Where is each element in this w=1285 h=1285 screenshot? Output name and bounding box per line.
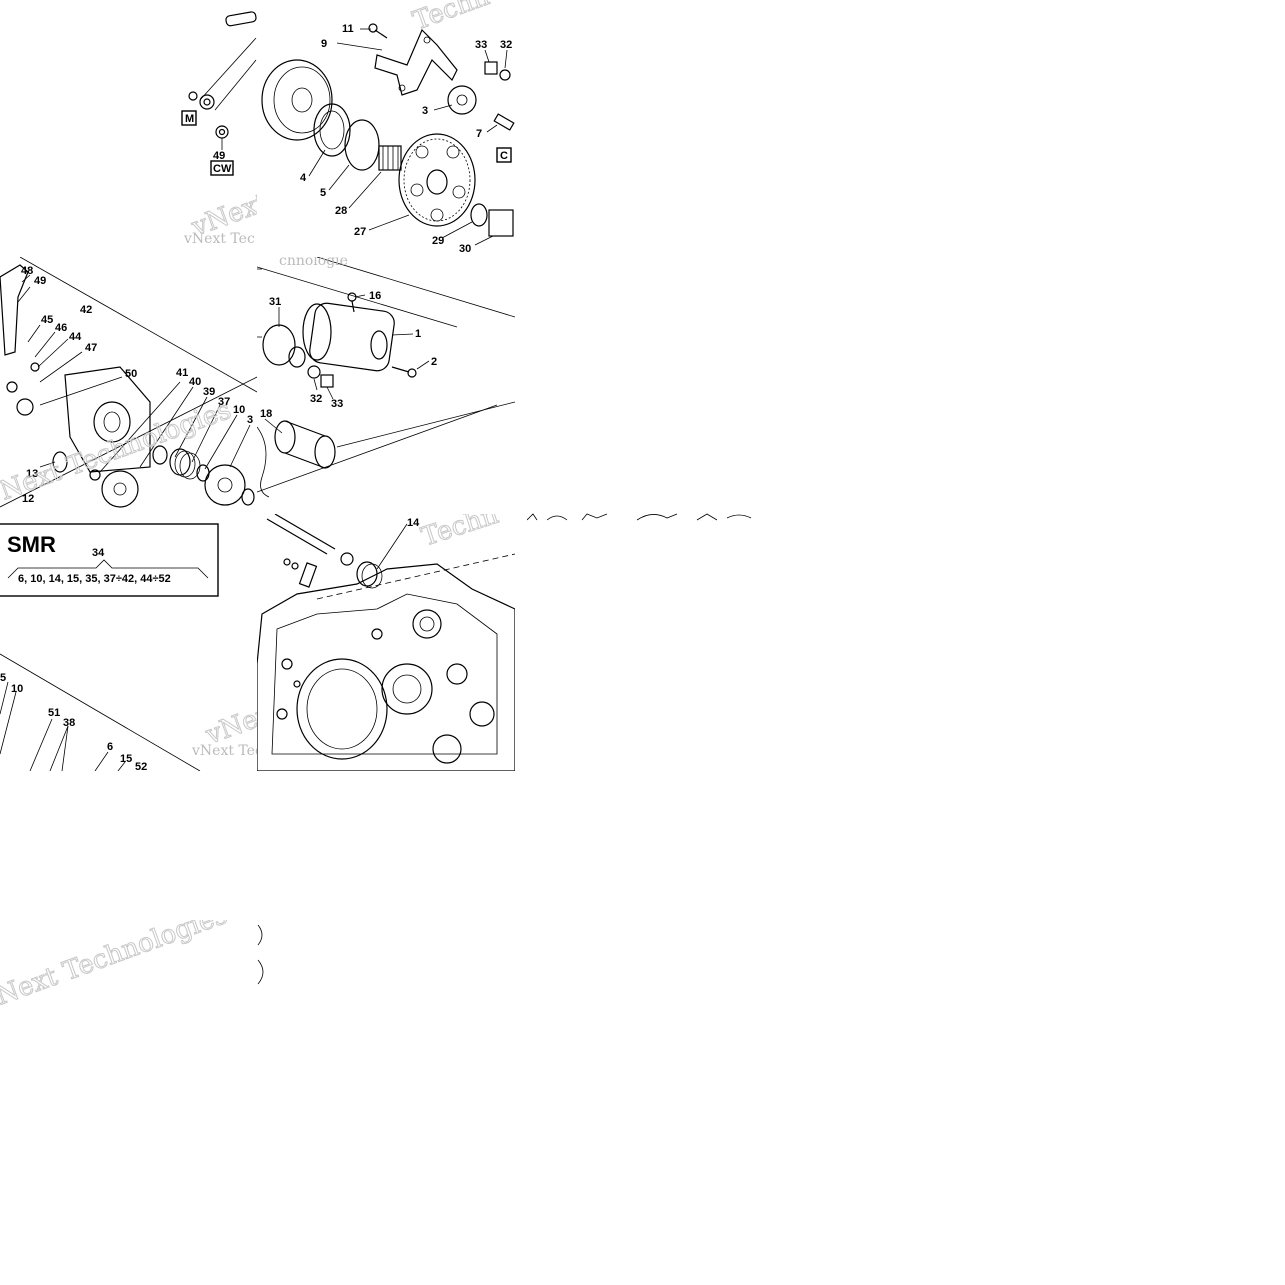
callout-4: 4 bbox=[300, 172, 307, 184]
diagram-fragment-lower: vNext Technologies bbox=[0, 920, 270, 1030]
strip-right-drawing bbox=[527, 513, 752, 521]
watermark-outline-b: Techn bbox=[409, 0, 494, 37]
callout-31: 31 bbox=[269, 296, 281, 308]
callout-7: 7 bbox=[476, 128, 482, 140]
smr-kit-box bbox=[0, 523, 219, 597]
callout-29: 29 bbox=[432, 235, 444, 247]
callout-9: 9 bbox=[321, 38, 327, 50]
diagram-tile-e: SMR 34 6, 10, 14, 15, 35, 37÷42, 44÷52 5… bbox=[0, 514, 257, 771]
callout-44: 44 bbox=[69, 331, 82, 343]
diagram-tile-a: M 49 CW vNext Tec vNext Technologies bbox=[0, 0, 257, 257]
callout-37: 37 bbox=[218, 396, 230, 408]
diagram-tile-d: 16 31 1 2 32 33 18 chnologie bbox=[257, 257, 515, 514]
callout-47: 47 bbox=[85, 342, 97, 354]
boxed-label-cw: CW bbox=[213, 163, 232, 175]
boxed-label-m: M bbox=[185, 113, 194, 125]
watermark-text-a: vNext Tec bbox=[183, 231, 255, 247]
tile-a-drawing: M 49 CW vNext Tec vNext Technologies bbox=[181, 11, 257, 247]
callout-41: 41 bbox=[176, 367, 188, 379]
fragment-lower-drawing: vNext Technologies bbox=[0, 920, 264, 1017]
watermark-outline-e: vNext Technologies bbox=[201, 634, 257, 751]
callout-3: 3 bbox=[247, 414, 253, 426]
callout-33: 33 bbox=[475, 39, 487, 51]
callout-2: 2 bbox=[431, 356, 437, 368]
callout-6: 6 bbox=[107, 741, 113, 753]
callout-15: 15 bbox=[120, 753, 132, 765]
watermark-outline-f: Techn bbox=[418, 514, 502, 553]
watermark-text-d: chnologie bbox=[279, 257, 348, 269]
callout-33: 33 bbox=[331, 398, 343, 410]
callout-50: 50 bbox=[125, 368, 137, 380]
callout-51: 51 bbox=[48, 707, 60, 719]
callout-10: 10 bbox=[233, 404, 245, 416]
callout-27: 27 bbox=[354, 226, 366, 238]
tile-b-drawing: 11 9 33 32 3 7 4 5 28 27 29 30 C Techn bbox=[261, 0, 515, 255]
callout-5: 5 bbox=[320, 187, 326, 199]
callout-38: 38 bbox=[63, 717, 75, 729]
callout-46: 46 bbox=[55, 322, 67, 334]
tile-e-drawing: SMR 34 6, 10, 14, 15, 35, 37÷42, 44÷52 5… bbox=[0, 523, 257, 771]
callout-18: 18 bbox=[260, 408, 272, 420]
callout-32: 32 bbox=[500, 39, 512, 51]
diagram-tile-c: 48 49 42 45 46 44 47 50 41 40 39 37 10 3… bbox=[0, 257, 257, 514]
callout-30: 30 bbox=[459, 243, 471, 255]
callout-12: 12 bbox=[22, 493, 34, 505]
callout-28: 28 bbox=[335, 205, 347, 217]
callout-45: 45 bbox=[41, 314, 53, 326]
callout-49: 49 bbox=[213, 150, 225, 162]
callout-10: 10 bbox=[11, 683, 23, 695]
tile-d-drawing: 16 31 1 2 32 33 18 chnologie bbox=[257, 257, 515, 498]
callout-16: 16 bbox=[369, 290, 381, 302]
callout-11: 11 bbox=[342, 23, 354, 35]
callout-13: 13 bbox=[26, 468, 38, 480]
watermark-text-e: vNext Tec bbox=[191, 743, 257, 759]
smr-kit-number: 34 bbox=[92, 547, 105, 559]
callout-32: 32 bbox=[310, 393, 322, 405]
callout-3: 3 bbox=[422, 105, 428, 117]
callout-14: 14 bbox=[407, 517, 420, 529]
smr-title: SMR bbox=[7, 532, 56, 557]
callout-42: 42 bbox=[80, 304, 92, 316]
callout-52: 52 bbox=[135, 761, 147, 771]
boxed-label-c: C bbox=[500, 150, 508, 162]
tile-c-drawing: 48 49 42 45 46 44 47 50 41 40 39 37 10 3… bbox=[0, 257, 257, 512]
callout-40: 40 bbox=[189, 376, 201, 388]
smr-kit-list: 6, 10, 14, 15, 35, 37÷42, 44÷52 bbox=[18, 573, 171, 585]
callout-49: 49 bbox=[34, 275, 46, 287]
watermark-outline-lower: vNext Technologies bbox=[0, 920, 231, 1017]
callout-48: 48 bbox=[21, 265, 33, 277]
tile-f-drawing: 14 Techn bbox=[257, 514, 515, 771]
callout-5: 5 bbox=[0, 672, 6, 684]
callout-1: 1 bbox=[415, 328, 421, 340]
callout-39: 39 bbox=[203, 386, 215, 398]
diagram-tile-f: 14 Techn bbox=[257, 514, 515, 771]
diagram-strip-right bbox=[527, 512, 752, 522]
diagram-tile-b: 11 9 33 32 3 7 4 5 28 27 29 30 C Techn bbox=[257, 0, 515, 257]
